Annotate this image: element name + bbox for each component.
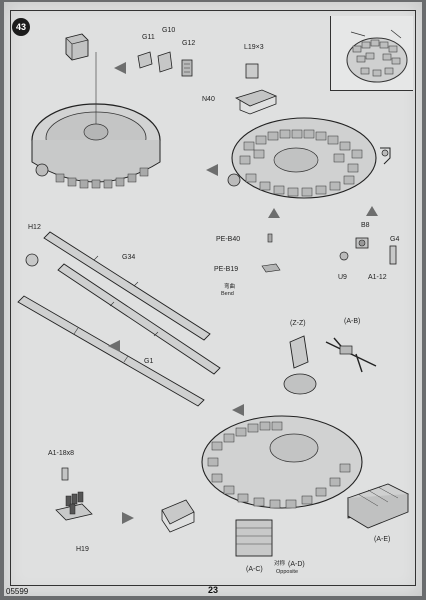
symmetric-note-cn: 对称	[274, 561, 286, 567]
gun-barrel-parts-drawing	[17, 231, 221, 407]
stowage-box-drawing	[346, 483, 410, 529]
clip-parts-drawing	[234, 63, 278, 115]
part-label-g12: G12	[182, 40, 196, 47]
view-label-ab: (A-B)	[344, 318, 361, 325]
part-label-u9: U9	[338, 274, 347, 281]
bracket-parts-drawing	[137, 51, 193, 77]
opposite-note: Opposite	[276, 569, 299, 575]
part-label-a1-12: A1-12	[368, 274, 387, 281]
part-label-n40: N40	[202, 96, 215, 103]
part-label-a1-18: A1-18x8	[48, 450, 75, 457]
hook-part-drawing	[380, 147, 391, 165]
part-label-l19: L19×3	[244, 44, 264, 51]
arrow-up-icon	[366, 206, 378, 216]
part-label-b8: B8	[361, 222, 370, 229]
part-label-g34: G34	[122, 254, 136, 261]
arrow-left-icon	[108, 340, 120, 352]
part-label-h12: H12	[28, 224, 41, 231]
launcher-mount-drawing	[161, 499, 195, 533]
step-frame	[10, 10, 416, 586]
arrow-up-icon	[268, 208, 280, 218]
photo-etch-parts-drawing	[261, 233, 281, 273]
product-code: 05599	[6, 587, 29, 596]
view-label-ac: (A-C)	[246, 566, 263, 573]
smoke-launcher-parts-drawing	[55, 467, 93, 521]
detail-inset	[330, 16, 413, 91]
view-label-ad: (A-D)	[288, 561, 305, 568]
view-label-zz: (Z-Z)	[290, 320, 306, 327]
part-label-g11: G11	[142, 34, 155, 41]
part-label-pe-b40: PE-B40	[216, 236, 241, 243]
part-label-g10: G10	[162, 27, 176, 34]
part-label-g1: G1	[144, 358, 154, 365]
turret-ring-drawing	[31, 52, 161, 189]
arrow-left-icon	[232, 404, 244, 416]
part-label-pe-b19: PE-B19	[214, 266, 239, 273]
turret-era-drawing	[227, 117, 377, 199]
arrow-left-icon	[206, 164, 218, 176]
instruction-sheet: 43	[4, 2, 422, 596]
side-box-drawing	[235, 519, 273, 557]
arrow-left-icon	[114, 62, 126, 74]
bend-note-cn: 弯曲	[224, 284, 236, 290]
part-label-h19: H19	[76, 546, 89, 553]
bend-note-en: Bend	[221, 291, 234, 297]
hatch-and-mg-drawing	[283, 335, 377, 395]
part-label-g4: G4	[390, 236, 400, 243]
page-number: 23	[208, 585, 219, 595]
view-label-ae: (A-E)	[374, 536, 391, 543]
sight-parts-drawing	[339, 237, 397, 265]
inset-turret-drawing	[346, 29, 408, 83]
step-number-badge: 43	[12, 18, 30, 36]
arrow-right-icon	[122, 512, 134, 524]
hatch-box-drawing	[65, 33, 89, 61]
assembly-arrows	[108, 62, 378, 524]
